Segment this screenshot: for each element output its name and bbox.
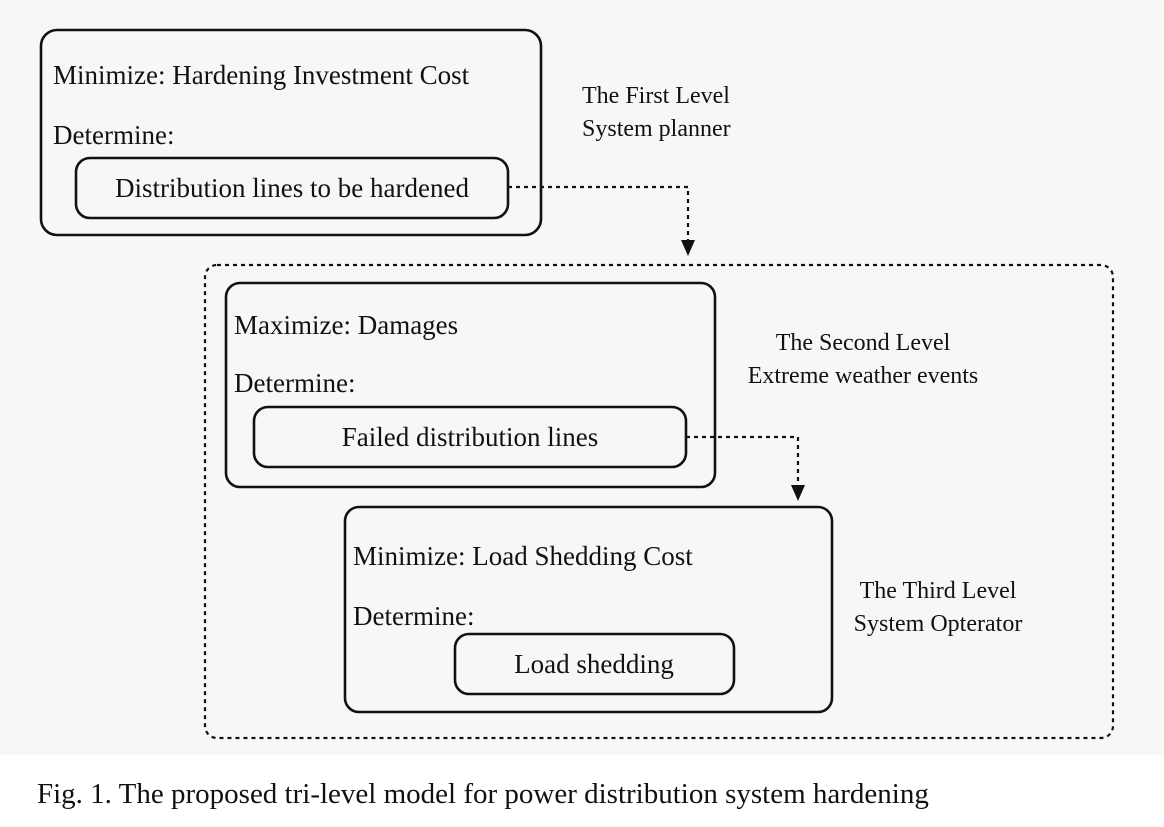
second-level-box	[224, 281, 717, 489]
diagram-background	[0, 0, 1164, 755]
third-level-title: The Third Level	[860, 578, 1017, 604]
first-level-decision: Distribution lines to be hardened	[115, 173, 469, 203]
second-level-determine: Determine:	[234, 368, 355, 398]
third-level-actor: System Opterator	[854, 611, 1023, 637]
third-level-determine: Determine:	[353, 601, 474, 631]
third-level-box	[343, 505, 834, 714]
second-level-actor: Extreme weather events	[748, 363, 979, 389]
arrowhead-first-to-second	[681, 240, 695, 256]
first-level-objective: Minimize: Hardening Investment Cost	[53, 60, 470, 90]
first-level-actor: System planner	[582, 116, 731, 142]
lower-levels-container	[203, 263, 1115, 740]
connector-second-to-third	[686, 435, 800, 486]
third-level-objective: Minimize: Load Shedding Cost	[353, 541, 693, 571]
second-level-objective: Maximize: Damages	[234, 310, 458, 340]
third-level-decision: Load shedding	[514, 649, 674, 679]
first-level-title: The First Level	[582, 83, 730, 109]
second-level-decision: Failed distribution lines	[342, 422, 599, 452]
connector-first-to-second	[508, 185, 690, 241]
second-level-title: The Second Level	[776, 330, 951, 356]
first-level-box	[39, 28, 543, 237]
third-level-decision-box	[453, 632, 736, 696]
first-level-determine: Determine:	[53, 120, 174, 150]
figure-caption: Fig. 1. The proposed tri-level model for…	[37, 778, 929, 810]
arrowhead-second-to-third	[791, 485, 805, 501]
